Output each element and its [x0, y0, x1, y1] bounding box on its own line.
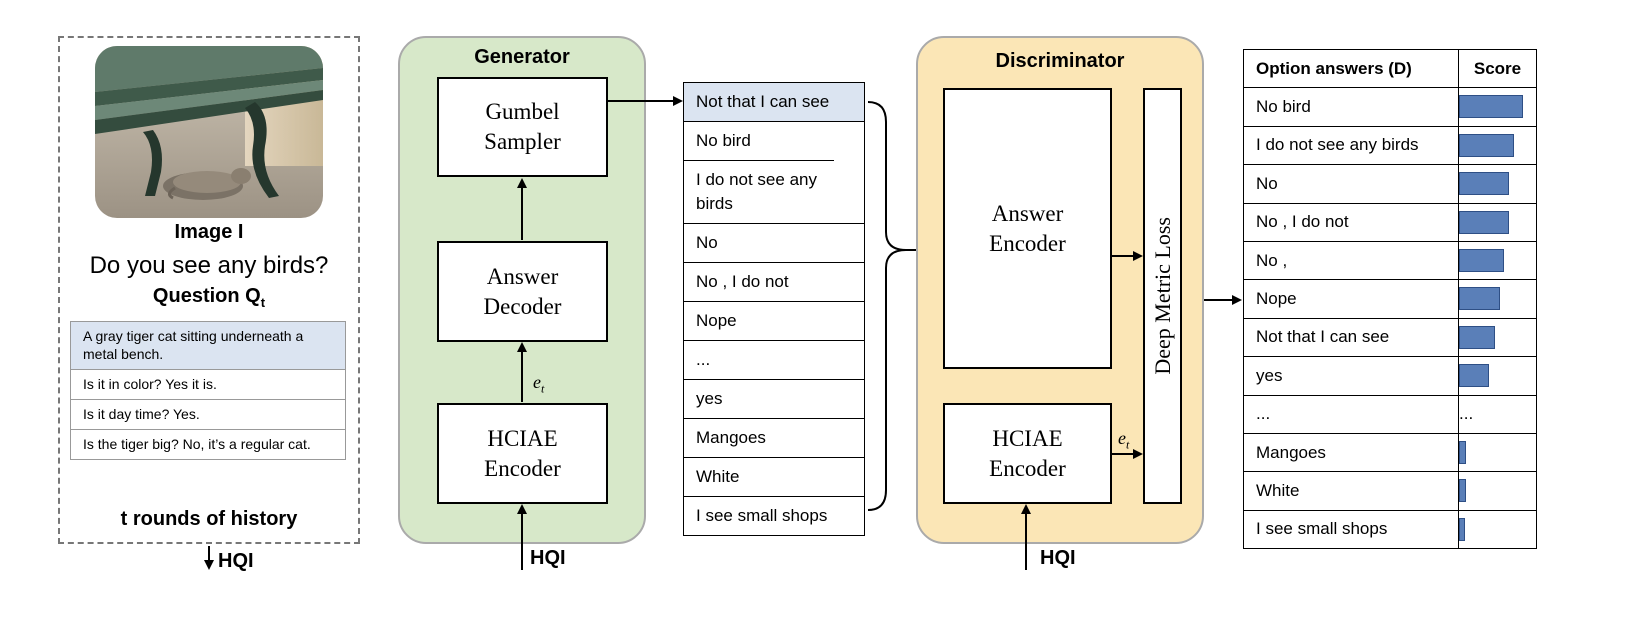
discriminator-hqi-label: HQI — [1040, 547, 1076, 569]
score-bar — [1459, 479, 1466, 503]
score-bar — [1459, 133, 1514, 157]
score-bar — [1459, 95, 1523, 119]
score-cell — [1458, 471, 1537, 511]
score-cell — [1458, 202, 1537, 242]
candidate-answer: I do not see any birds — [684, 160, 834, 223]
candidate-answer: White — [684, 457, 864, 496]
discriminator-encoder-box: HCIAE Encoder — [943, 403, 1112, 504]
gumbel-sampler-box: Gumbel Sampler — [437, 77, 608, 177]
deep-metric-loss-box: Deep Metric Loss — [1143, 88, 1182, 504]
score-bar — [1459, 287, 1500, 311]
option-answer-cell: White — [1243, 471, 1459, 511]
answer-encoder-label: Answer Encoder — [989, 200, 1066, 256]
question-text: Do you see any birds? — [89, 252, 329, 279]
score-row: No , — [1243, 240, 1537, 281]
answer-encoder-box: Answer Encoder — [943, 88, 1112, 369]
history-round: Is it day time? Yes. — [71, 399, 345, 429]
score-bar — [1459, 364, 1489, 388]
answer-decoder-box: Answer Decoder — [437, 241, 608, 342]
candidate-answer: ... — [684, 340, 864, 379]
option-answer-cell: I see small shops — [1243, 509, 1459, 550]
history-label: t rounds of history — [120, 508, 298, 530]
option-answer-cell: Not that I can see — [1243, 317, 1459, 358]
option-answer-cell: No bird — [1243, 87, 1459, 127]
candidate-brace — [867, 101, 907, 511]
option-answer-cell: No — [1243, 164, 1459, 204]
score-bar — [1459, 172, 1509, 196]
discriminator-encoder-label: HCIAE Encoder — [989, 425, 1066, 481]
image-label: Image I — [174, 221, 244, 243]
score-bar — [1459, 517, 1465, 541]
score-cell — [1458, 356, 1537, 396]
score-row: No — [1243, 164, 1537, 204]
candidate-answer: No bird — [684, 121, 864, 160]
candidate-answer-list: Not that I can see No bird I do not see … — [683, 82, 865, 536]
score-row: I see small shops — [1243, 509, 1537, 550]
input-hqi-label: HQI — [218, 550, 254, 572]
score-bar — [1459, 210, 1509, 234]
score-row: Nope — [1243, 279, 1537, 319]
discriminator-embedding-label: et — [1118, 428, 1129, 453]
score-cell — [1458, 279, 1537, 319]
generator-encoder-box: HCIAE Encoder — [437, 403, 608, 504]
cat-bench-photo — [95, 46, 323, 218]
option-answers-header: Option answers (D) — [1243, 48, 1459, 89]
candidate-answer: yes — [684, 379, 864, 418]
score-bar — [1459, 325, 1495, 349]
history-round: Is the tiger big? No, it’s a regular cat… — [71, 429, 345, 459]
history-round: Is it in color? Yes it is. — [71, 369, 345, 399]
gumbel-sampler-label: Gumbel Sampler — [484, 99, 561, 154]
option-answer-cell: Nope — [1243, 279, 1459, 319]
option-answer-cell: Mangoes — [1243, 432, 1459, 473]
answer-decoder-label: Answer Decoder — [483, 263, 562, 319]
score-cell — [1458, 509, 1537, 550]
candidate-answer: Mangoes — [684, 418, 864, 457]
generator-hqi-label: HQI — [530, 547, 566, 569]
discriminator-embedding-symbol: e — [1118, 428, 1126, 448]
dialog-history: A gray tiger cat sitting underneath a me… — [70, 321, 346, 460]
score-row: I do not see any birds — [1243, 125, 1537, 166]
option-answer-cell: No , I do not — [1243, 202, 1459, 242]
discriminator-title: Discriminator — [995, 50, 1125, 72]
score-header: Score — [1458, 48, 1537, 89]
option-answer-cell: I do not see any birds — [1243, 125, 1459, 166]
score-row: yes — [1243, 356, 1537, 396]
score-row: No , I do not — [1243, 202, 1537, 242]
score-row: ...... — [1243, 394, 1537, 434]
candidate-answer: I see small shops — [684, 496, 864, 535]
score-table-header: Option answers (D) Score — [1243, 48, 1537, 89]
history-caption: A gray tiger cat sitting underneath a me… — [71, 322, 345, 369]
input-panel — [58, 36, 360, 544]
question-label-text: Question Q — [152, 285, 261, 307]
score-row: White — [1243, 471, 1537, 511]
score-cell — [1458, 87, 1537, 127]
score-row: No bird — [1243, 87, 1537, 127]
option-answer-cell: yes — [1243, 356, 1459, 396]
discriminator-embedding-subscript: t — [1126, 437, 1130, 452]
generator-encoder-label: HCIAE Encoder — [484, 425, 561, 481]
option-answer-cell: ... — [1243, 394, 1459, 434]
candidate-answer: No — [684, 223, 864, 262]
generator-title: Generator — [474, 46, 570, 68]
generator-embedding-label: et — [533, 372, 544, 397]
score-cell — [1458, 164, 1537, 204]
generator-embedding-subscript: t — [541, 381, 545, 396]
score-cell: ... — [1458, 394, 1537, 434]
generator-embedding-symbol: e — [533, 372, 541, 392]
candidate-answer: Nope — [684, 301, 864, 340]
score-bar — [1459, 248, 1504, 272]
candidate-answer: No , I do not — [684, 262, 864, 301]
question-label: Question Qt — [58, 285, 360, 310]
score-bar — [1459, 440, 1466, 464]
question-subscript: t — [260, 295, 266, 310]
option-answer-cell: No , — [1243, 240, 1459, 281]
candidate-answer: Not that I can see — [684, 83, 864, 121]
